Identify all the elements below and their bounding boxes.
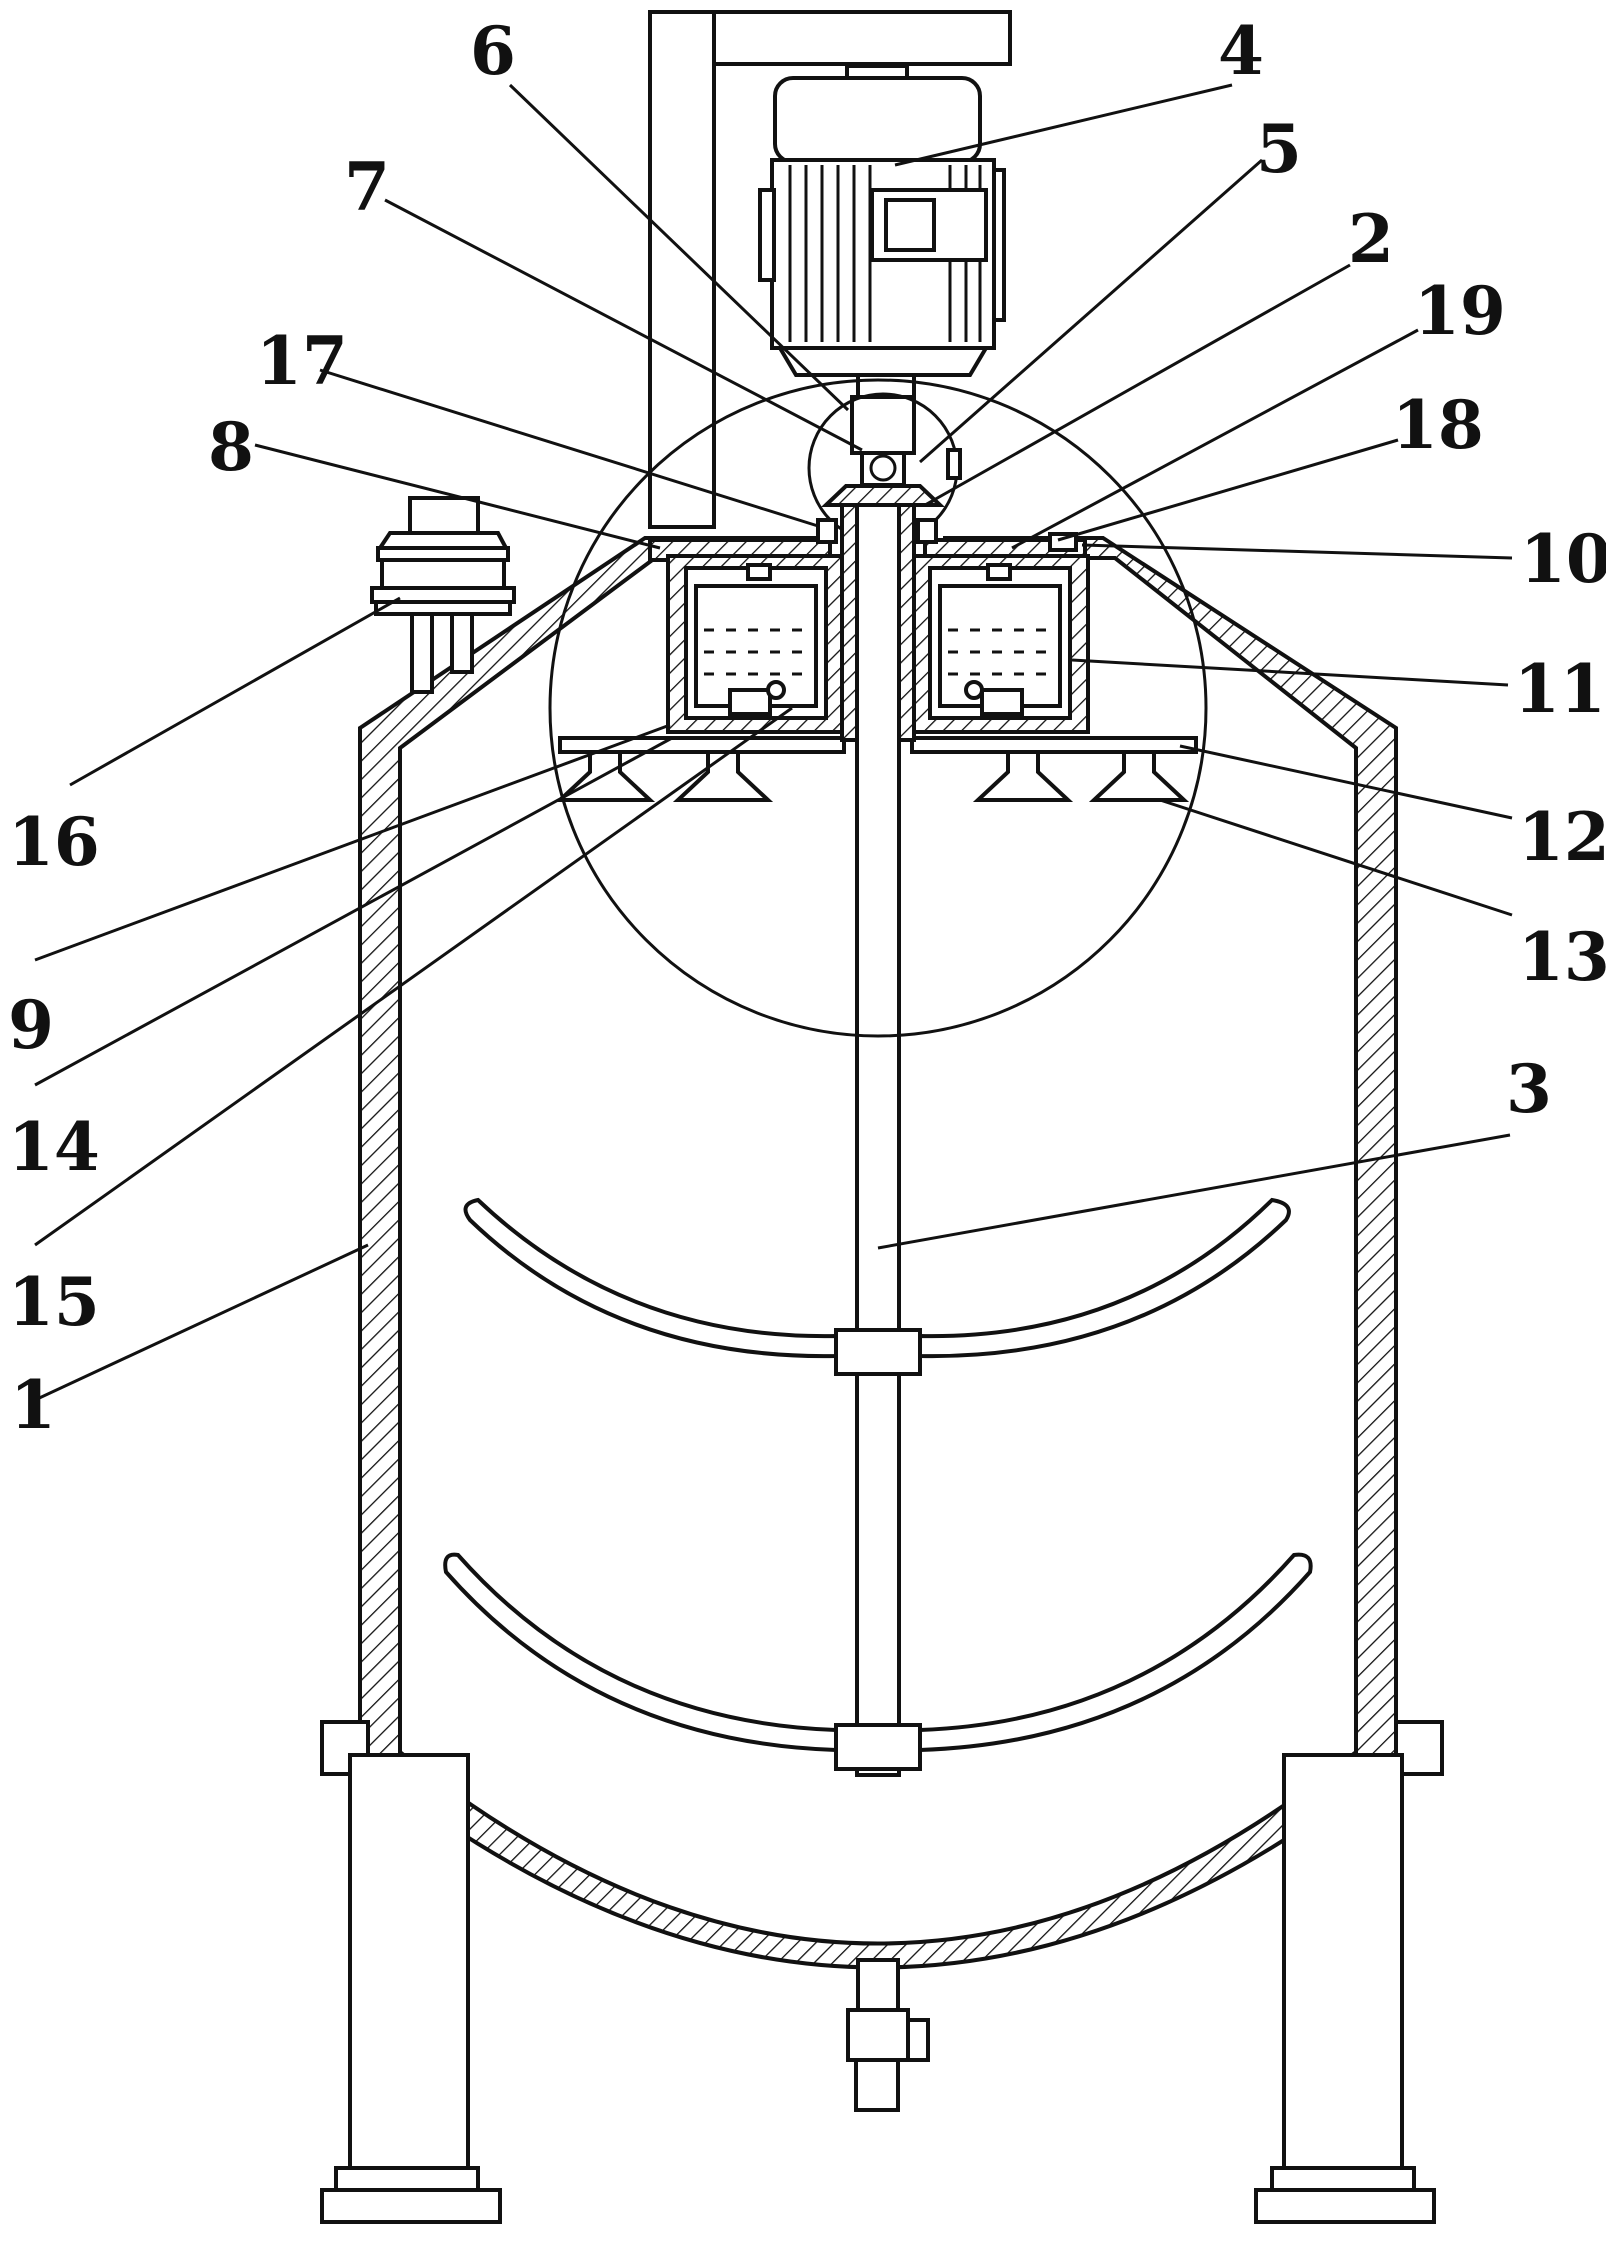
callout-4: 4 xyxy=(1218,12,1264,90)
leader-12 xyxy=(1180,746,1512,818)
leader-16 xyxy=(70,598,400,785)
callout-12: 12 xyxy=(1518,798,1606,876)
right-chamber xyxy=(912,556,1196,800)
leader-3 xyxy=(878,1135,1510,1248)
callout-10: 10 xyxy=(1520,520,1606,598)
callout-6: 6 xyxy=(470,12,516,90)
leader-15 xyxy=(35,708,792,1245)
left-support-leg xyxy=(322,1722,500,2222)
callout-3: 3 xyxy=(1506,1050,1552,1128)
right-support-leg xyxy=(1256,1722,1442,2222)
callout-13: 13 xyxy=(1518,918,1606,996)
callout-5: 5 xyxy=(1256,110,1302,188)
callout-16: 16 xyxy=(8,803,100,881)
leader-9 xyxy=(35,725,670,960)
leader-10 xyxy=(1082,545,1512,558)
callout-2: 2 xyxy=(1348,200,1394,278)
leader-17 xyxy=(320,370,818,526)
leader-18 xyxy=(1058,440,1398,540)
callout-14: 14 xyxy=(8,1108,100,1186)
leader-19 xyxy=(1012,330,1418,548)
callout-8: 8 xyxy=(208,408,254,486)
leader-13 xyxy=(1160,800,1512,915)
callout-1: 1 xyxy=(10,1366,56,1444)
callout-15: 15 xyxy=(8,1263,100,1341)
callout-11: 11 xyxy=(1514,650,1606,728)
motor xyxy=(760,66,1004,397)
callout-9: 9 xyxy=(8,986,54,1064)
callout-19: 19 xyxy=(1414,272,1506,350)
stirring-shaft xyxy=(842,505,914,1775)
callout-7: 7 xyxy=(344,148,390,226)
discharge-valve xyxy=(848,1960,928,2110)
callout-17: 17 xyxy=(256,322,348,400)
leader-14 xyxy=(35,738,672,1085)
callout-18: 18 xyxy=(1392,386,1484,464)
